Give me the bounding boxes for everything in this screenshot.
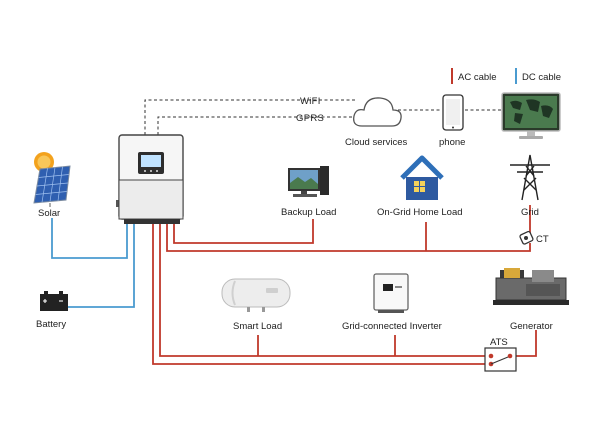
solar-dc-cable [51,218,128,259]
cloud-services-label: Cloud services [345,137,408,148]
desktop-computer-icon [288,166,329,197]
house-icon [400,155,444,200]
ats-switch [484,347,517,372]
water-heater-icon [221,278,291,312]
home-load-label: On-Grid Home Load [377,207,463,218]
ats-input-ac-cable [159,222,485,357]
legend-ac-label: AC cable [458,72,497,83]
ct-label: CT [536,234,549,245]
grid-inverter-label: Grid-connected Inverter [342,321,442,332]
generator-label: Generator [510,321,553,332]
ac-cables [152,205,537,365]
solar-panel-icon [33,152,71,207]
monitor-icon [501,92,561,139]
dc-cables [51,218,135,308]
grid-label: Grid [521,207,539,218]
generator-icon [493,268,569,305]
generator-ac-cable [516,330,537,357]
current-transformer-icon [519,230,534,245]
hybrid-inverter-icon [116,134,184,224]
phone-label: phone [439,137,465,148]
cloud-icon [353,97,402,127]
smartphone-icon [442,94,464,131]
transmission-tower-icon [510,154,550,201]
legend-dc-label: DC cable [522,72,561,83]
gprs-line [157,116,355,135]
smart-load-label: Smart Load [233,321,282,332]
communication-links [144,99,502,135]
gprs-label: GPRS [296,113,324,124]
grid-tie-inverter-icon [373,273,409,313]
legend: AC cable DC cable [451,68,561,84]
wifi-line [144,99,355,135]
ats-label: ATS [490,337,508,348]
battery-label: Battery [36,319,66,330]
backup-load-label: Backup Load [281,207,336,218]
solar-label: Solar [38,208,60,219]
wifi-label: WiFI [300,96,321,107]
battery-dc-cable [62,222,135,308]
backup-load-ac-cable [173,219,314,244]
ats-output-ac-cable [152,222,485,365]
home-load-ac-cable [166,222,531,252]
battery-icon [40,291,68,311]
